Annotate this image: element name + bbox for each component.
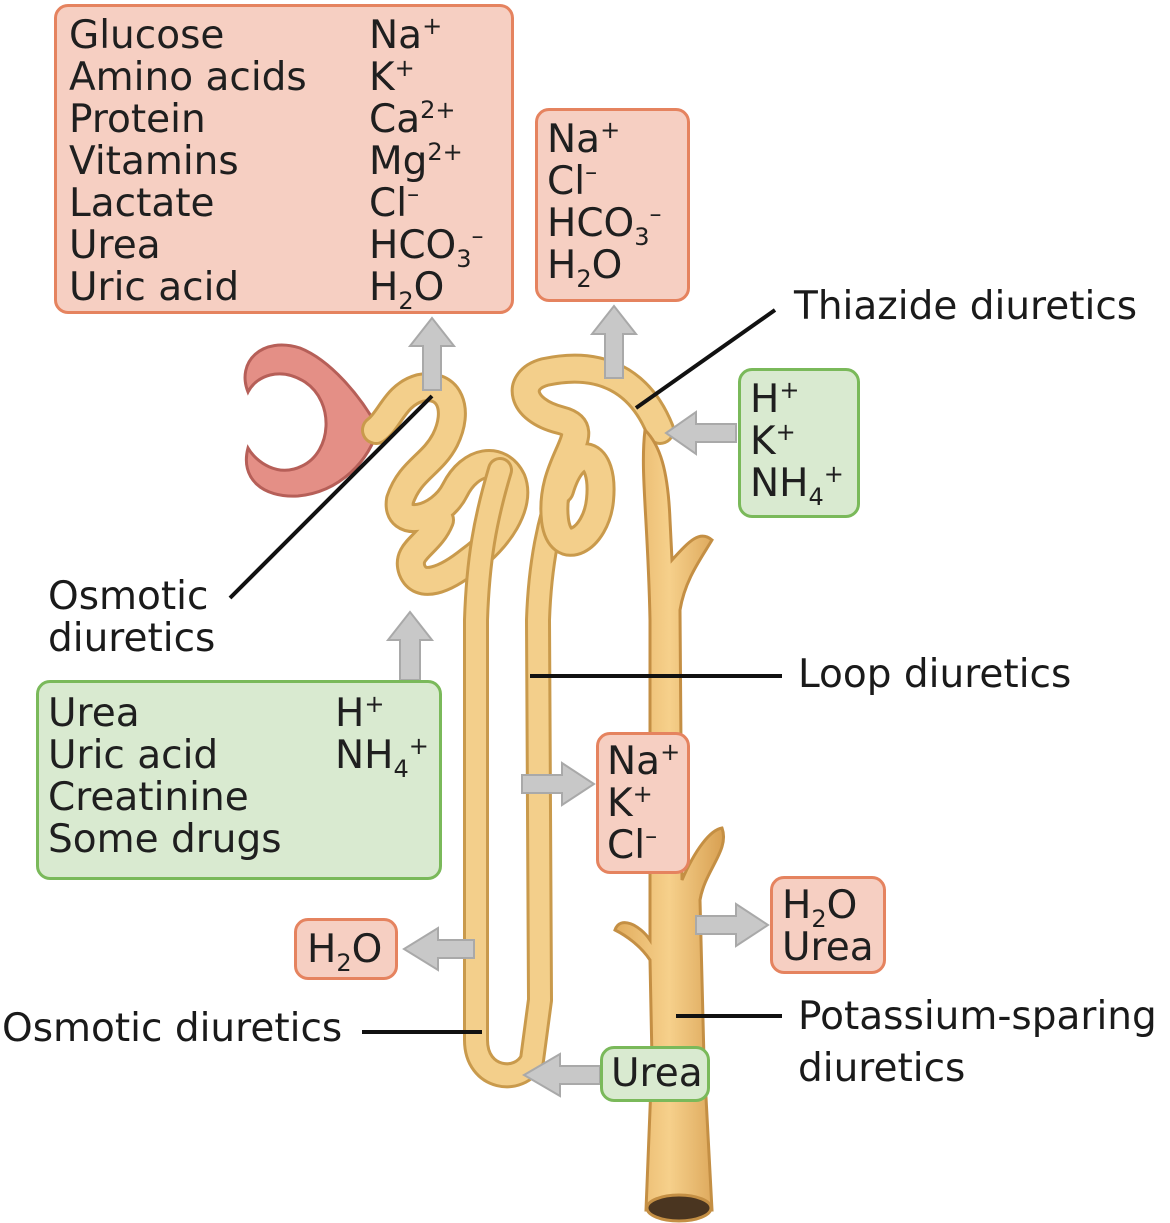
distal-list: Na+Cl–HCO3–H2O (547, 116, 662, 293)
distal-reabsorbed-ion: Cl– (547, 158, 598, 204)
osmotic-top-line (228, 394, 434, 600)
thiazide-line (634, 308, 777, 410)
arrow-up-secretion (385, 610, 435, 681)
distal-secreted-ion: K+ (750, 418, 796, 464)
arrow-right-loop (521, 761, 596, 807)
arrow-up-proximal (407, 316, 457, 391)
proximal-secreted-ion: NH4+ (335, 732, 429, 783)
arrow-right-collecting (695, 902, 770, 948)
distal-secreted-ion: H+ (750, 376, 800, 422)
bowmans-capsule (243, 343, 380, 498)
collecting-reabsorbed-item: H2O (782, 883, 858, 933)
water-item: H2O (307, 927, 383, 977)
label-potassium-line1: Potassium-sparing (798, 994, 1157, 1039)
distal-reabsorbed-ion: H2O (547, 243, 623, 293)
filtered-ion: H2O (369, 265, 445, 315)
distal-secreted-ion: NH4+ (750, 460, 844, 511)
filtered-ion: HCO3– (369, 222, 484, 273)
label-osmotic-top-line2: diuretics (48, 616, 216, 661)
filtered-ion: Ca2+ (369, 96, 456, 142)
distal-secretion-box: H+K+NH4+ (738, 368, 860, 518)
filtered-ion: Cl– (369, 180, 420, 226)
distal-reabsorption-box: Na+Cl–HCO3–H2O (535, 108, 690, 302)
label-thiazide-diuretics: Thiazide diuretics (794, 284, 1138, 329)
urea-box: Urea (600, 1046, 710, 1102)
arrow-left-urea (522, 1052, 601, 1098)
proximal-secreted-substance: Creatinine (48, 775, 249, 820)
loop-reabsorbed-ion: K+ (607, 780, 653, 826)
proximal-secreted-ion: H+ (335, 690, 385, 736)
loop-reabsorbed-ion: Na+ (607, 738, 681, 784)
filtered-substance: Uric acid (69, 265, 240, 310)
label-osmotic-top-line1: Osmotic (48, 574, 209, 619)
filtered-right-list: Na+K+Ca2+Mg2+Cl–HCO3–H2O (369, 12, 484, 315)
collecting-duct-opening (645, 1193, 713, 1223)
filtered-ion: Na+ (369, 12, 443, 58)
loop-reabsorption-box: Na+K+Cl– (596, 732, 690, 874)
distal-reabsorbed-ion: Na+ (547, 116, 621, 162)
water-list: H2O (307, 927, 383, 977)
urea-label: Urea (611, 1051, 703, 1096)
proximal-secreted-substance: Urea (48, 691, 140, 736)
water-box: H2O (294, 918, 398, 980)
filtered-substance: Amino acids (69, 55, 307, 100)
loop-list: Na+K+Cl– (607, 738, 681, 868)
proximal-secretion-right-list: H+NH4+ (335, 690, 429, 783)
distal-secretion-list: H+K+NH4+ (750, 376, 844, 511)
filtered-substance: Glucose (69, 13, 225, 58)
filtered-substance: Vitamins (69, 139, 239, 184)
label-potassium-line2: diuretics (798, 1046, 966, 1091)
arrow-left-secretion (664, 410, 737, 456)
loop-reabsorbed-ion: Cl– (607, 822, 658, 868)
proximal-secreted-substance: Some drugs (48, 817, 282, 862)
filtered-substance: Urea (69, 223, 161, 268)
distal-reabsorbed-ion: HCO3– (547, 200, 662, 251)
label-loop-diuretics: Loop diuretics (798, 652, 1072, 697)
filtered-ion: Mg2+ (369, 138, 463, 184)
label-osmotic-bottom: Osmotic diuretics (2, 1006, 343, 1051)
leader-lines (228, 308, 782, 1034)
arrows (385, 304, 770, 1098)
collecting-reabsorbed-item: Urea (782, 925, 874, 970)
arrow-up-distal (589, 304, 639, 379)
arrow-left-water (402, 926, 475, 972)
filtered-ion: K+ (369, 54, 415, 100)
filtered-substance: Lactate (69, 181, 215, 226)
proximal-secreted-substance: Uric acid (48, 733, 219, 778)
filtered-substance: Protein (69, 97, 206, 142)
